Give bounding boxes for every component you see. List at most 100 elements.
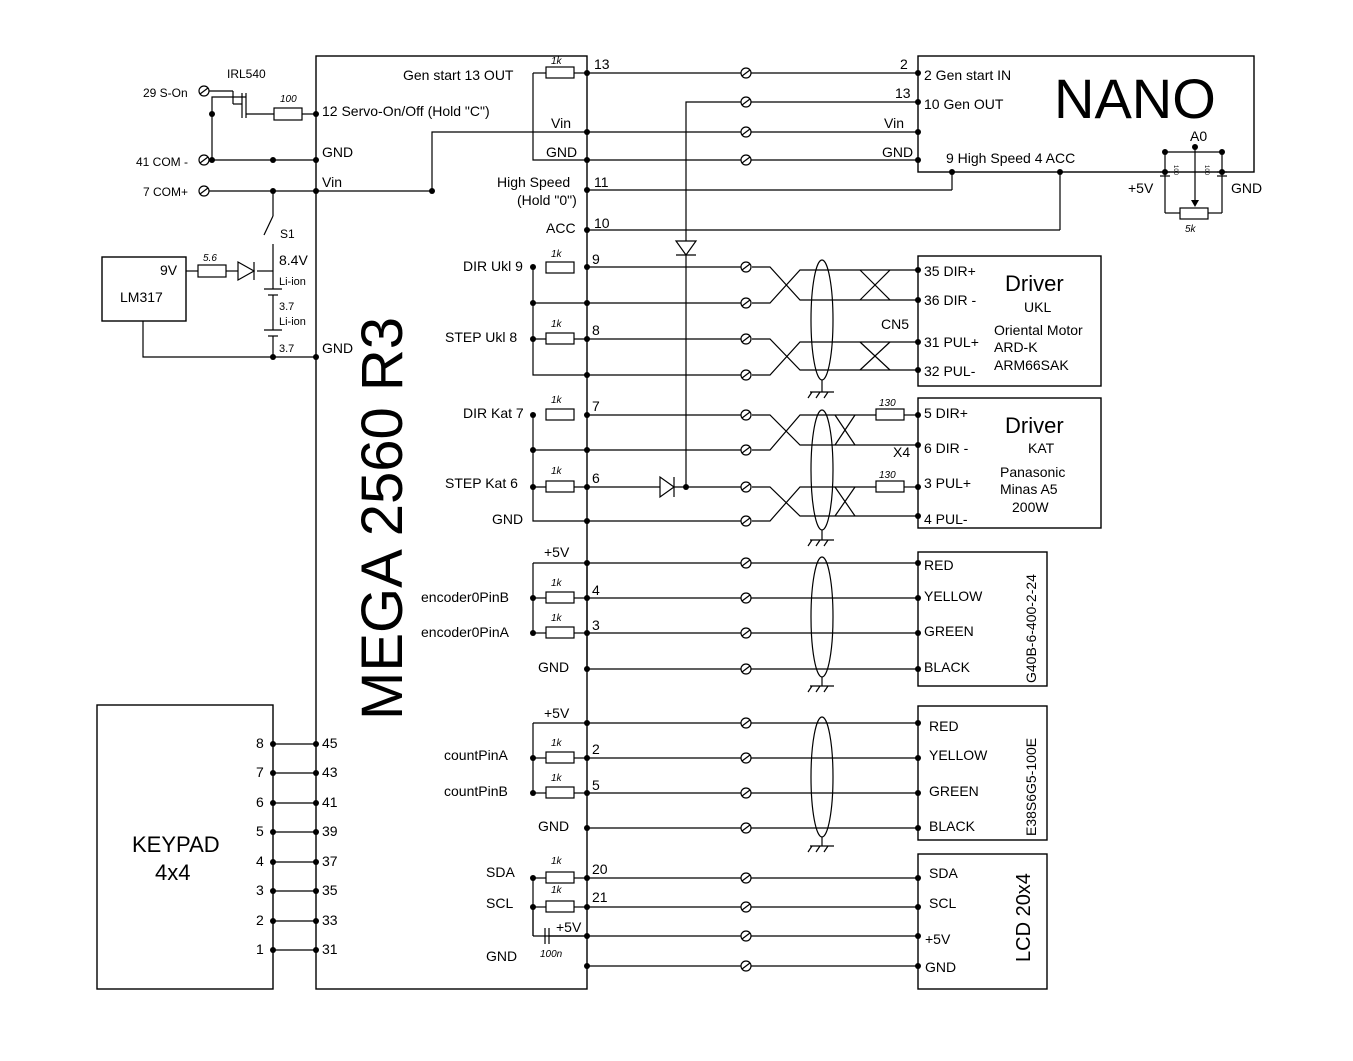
nano-high-speed: 9 High Speed 4 ACC: [946, 150, 1075, 166]
junction-dot: [584, 518, 590, 524]
terminals: [198, 67, 752, 972]
driver-ukl-conn: CN5: [881, 316, 909, 332]
mega-gnd-batt: GND: [322, 340, 353, 356]
mega-gen-start: Gen start 13 OUT: [403, 67, 514, 83]
res-label: 130: [879, 470, 896, 481]
mega-enc0b: encoder0PinB: [421, 589, 509, 605]
junction-dot: [209, 157, 215, 163]
connector-slash: [741, 903, 751, 911]
junction-dot: [270, 188, 276, 194]
junction-dot: [429, 188, 435, 194]
junction-dot: [584, 187, 590, 193]
connector-slash: [199, 156, 209, 164]
enc1-red: RED: [924, 557, 954, 573]
ukl-pin-1: 35 DIR+: [924, 263, 976, 279]
junction-dot: [313, 741, 319, 747]
junction-dot: [915, 933, 921, 939]
junction-dot: [313, 859, 319, 865]
kat-pin-4: 4 PUL-: [924, 511, 968, 527]
junction-dot: [530, 264, 536, 270]
mega-sda: SDA: [486, 864, 515, 880]
keypad-pin: 1: [256, 941, 264, 957]
connector-slash: [741, 371, 751, 379]
junction-dot: [270, 741, 276, 747]
connector-slash: [741, 719, 751, 727]
pin-4: 4: [592, 582, 600, 598]
nano-gen-in: 2 Gen start IN: [924, 67, 1011, 83]
driver-kat-sub: KAT: [1028, 440, 1055, 456]
connector-slash: [741, 932, 751, 940]
enc1-yellow: YELLOW: [924, 588, 983, 604]
junction-dot: [209, 111, 215, 117]
lcd-scl: SCL: [929, 895, 956, 911]
keypad-pin: 6: [256, 794, 264, 810]
junction-dot: [313, 157, 319, 163]
nano-vin: Vin: [884, 115, 904, 131]
lcd-gnd: GND: [925, 959, 956, 975]
mega-keypad-pin: 33: [322, 912, 338, 928]
driver-kat-l2: Minas A5: [1000, 481, 1058, 497]
mega-5v-1: +5V: [544, 544, 570, 560]
mega-gnd5: GND: [486, 948, 517, 964]
connector-slash: [741, 559, 751, 567]
encoder2-box: [917, 705, 1048, 841]
junction-dot: [1219, 169, 1225, 175]
junction-dot: [270, 947, 276, 953]
v84-label: 8.4V: [279, 252, 308, 268]
connector-slash: [741, 874, 751, 882]
kat-pin-1: 5 DIR+: [924, 405, 968, 421]
junction-dot: [915, 904, 921, 910]
mega-scl: SCL: [486, 895, 513, 911]
res-label: 100: [280, 94, 297, 105]
junction-dot: [915, 484, 921, 490]
nano-gnd-out: GND: [1231, 180, 1262, 196]
lm317-9v: 9V: [160, 262, 178, 278]
driver-kat-l3: 200W: [1012, 499, 1049, 515]
junction-dot: [915, 875, 921, 881]
junction-dot: [530, 755, 536, 761]
junction-dot: [584, 372, 590, 378]
junction-dot: [530, 790, 536, 796]
resistor-gen: [545, 66, 575, 79]
junction-dot: [915, 267, 921, 273]
v37a-label: 3.7: [279, 301, 294, 313]
res-label: 1k: [551, 578, 563, 589]
left-circuit: [142, 90, 533, 358]
junction-dot: [584, 447, 590, 453]
junction-dot: [584, 630, 590, 636]
junction-dot: [915, 720, 921, 726]
res-label: 5.6: [203, 253, 217, 264]
junction-dot: [530, 300, 536, 306]
junction-dot: [584, 227, 590, 233]
nano-title: NANO: [1054, 67, 1216, 130]
junction-dot: [584, 560, 590, 566]
pin-10: 10: [594, 215, 610, 231]
kat-pin-3: 3 PUL+: [924, 475, 971, 491]
mega-count-b: countPinB: [444, 783, 508, 799]
mega-dir-ukl: DIR Ukl 9: [463, 258, 523, 274]
mega-hold0: (Hold "0"): [517, 192, 577, 208]
mega-servo: 12 Servo-On/Off (Hold "C"): [322, 103, 490, 119]
s-on-label: 29 S-On: [143, 86, 188, 100]
junction-dot: [313, 800, 319, 806]
junction-dot: [584, 904, 590, 910]
mega-high-speed: High Speed: [497, 174, 570, 190]
driver-ukl-sub: UKL: [1024, 299, 1051, 315]
mega-dir-kat: DIR Kat 7: [463, 405, 524, 421]
mega-step-kat: STEP Kat 6: [445, 475, 518, 491]
connector-slash: [741, 263, 751, 271]
lcd-title: LCD 20x4: [1013, 873, 1035, 962]
junction-dot: [584, 412, 590, 418]
connector-slash: [741, 299, 751, 307]
mega-acc: ACC: [546, 220, 576, 236]
nano-gnd: GND: [882, 144, 913, 160]
keypad-pin: 5: [256, 823, 264, 839]
enc2-red: RED: [929, 718, 959, 734]
pot-5k: 5k: [1185, 224, 1197, 235]
nano-pin13: 13: [895, 85, 911, 101]
junction-dot: [915, 297, 921, 303]
junction-dot: [584, 129, 590, 135]
